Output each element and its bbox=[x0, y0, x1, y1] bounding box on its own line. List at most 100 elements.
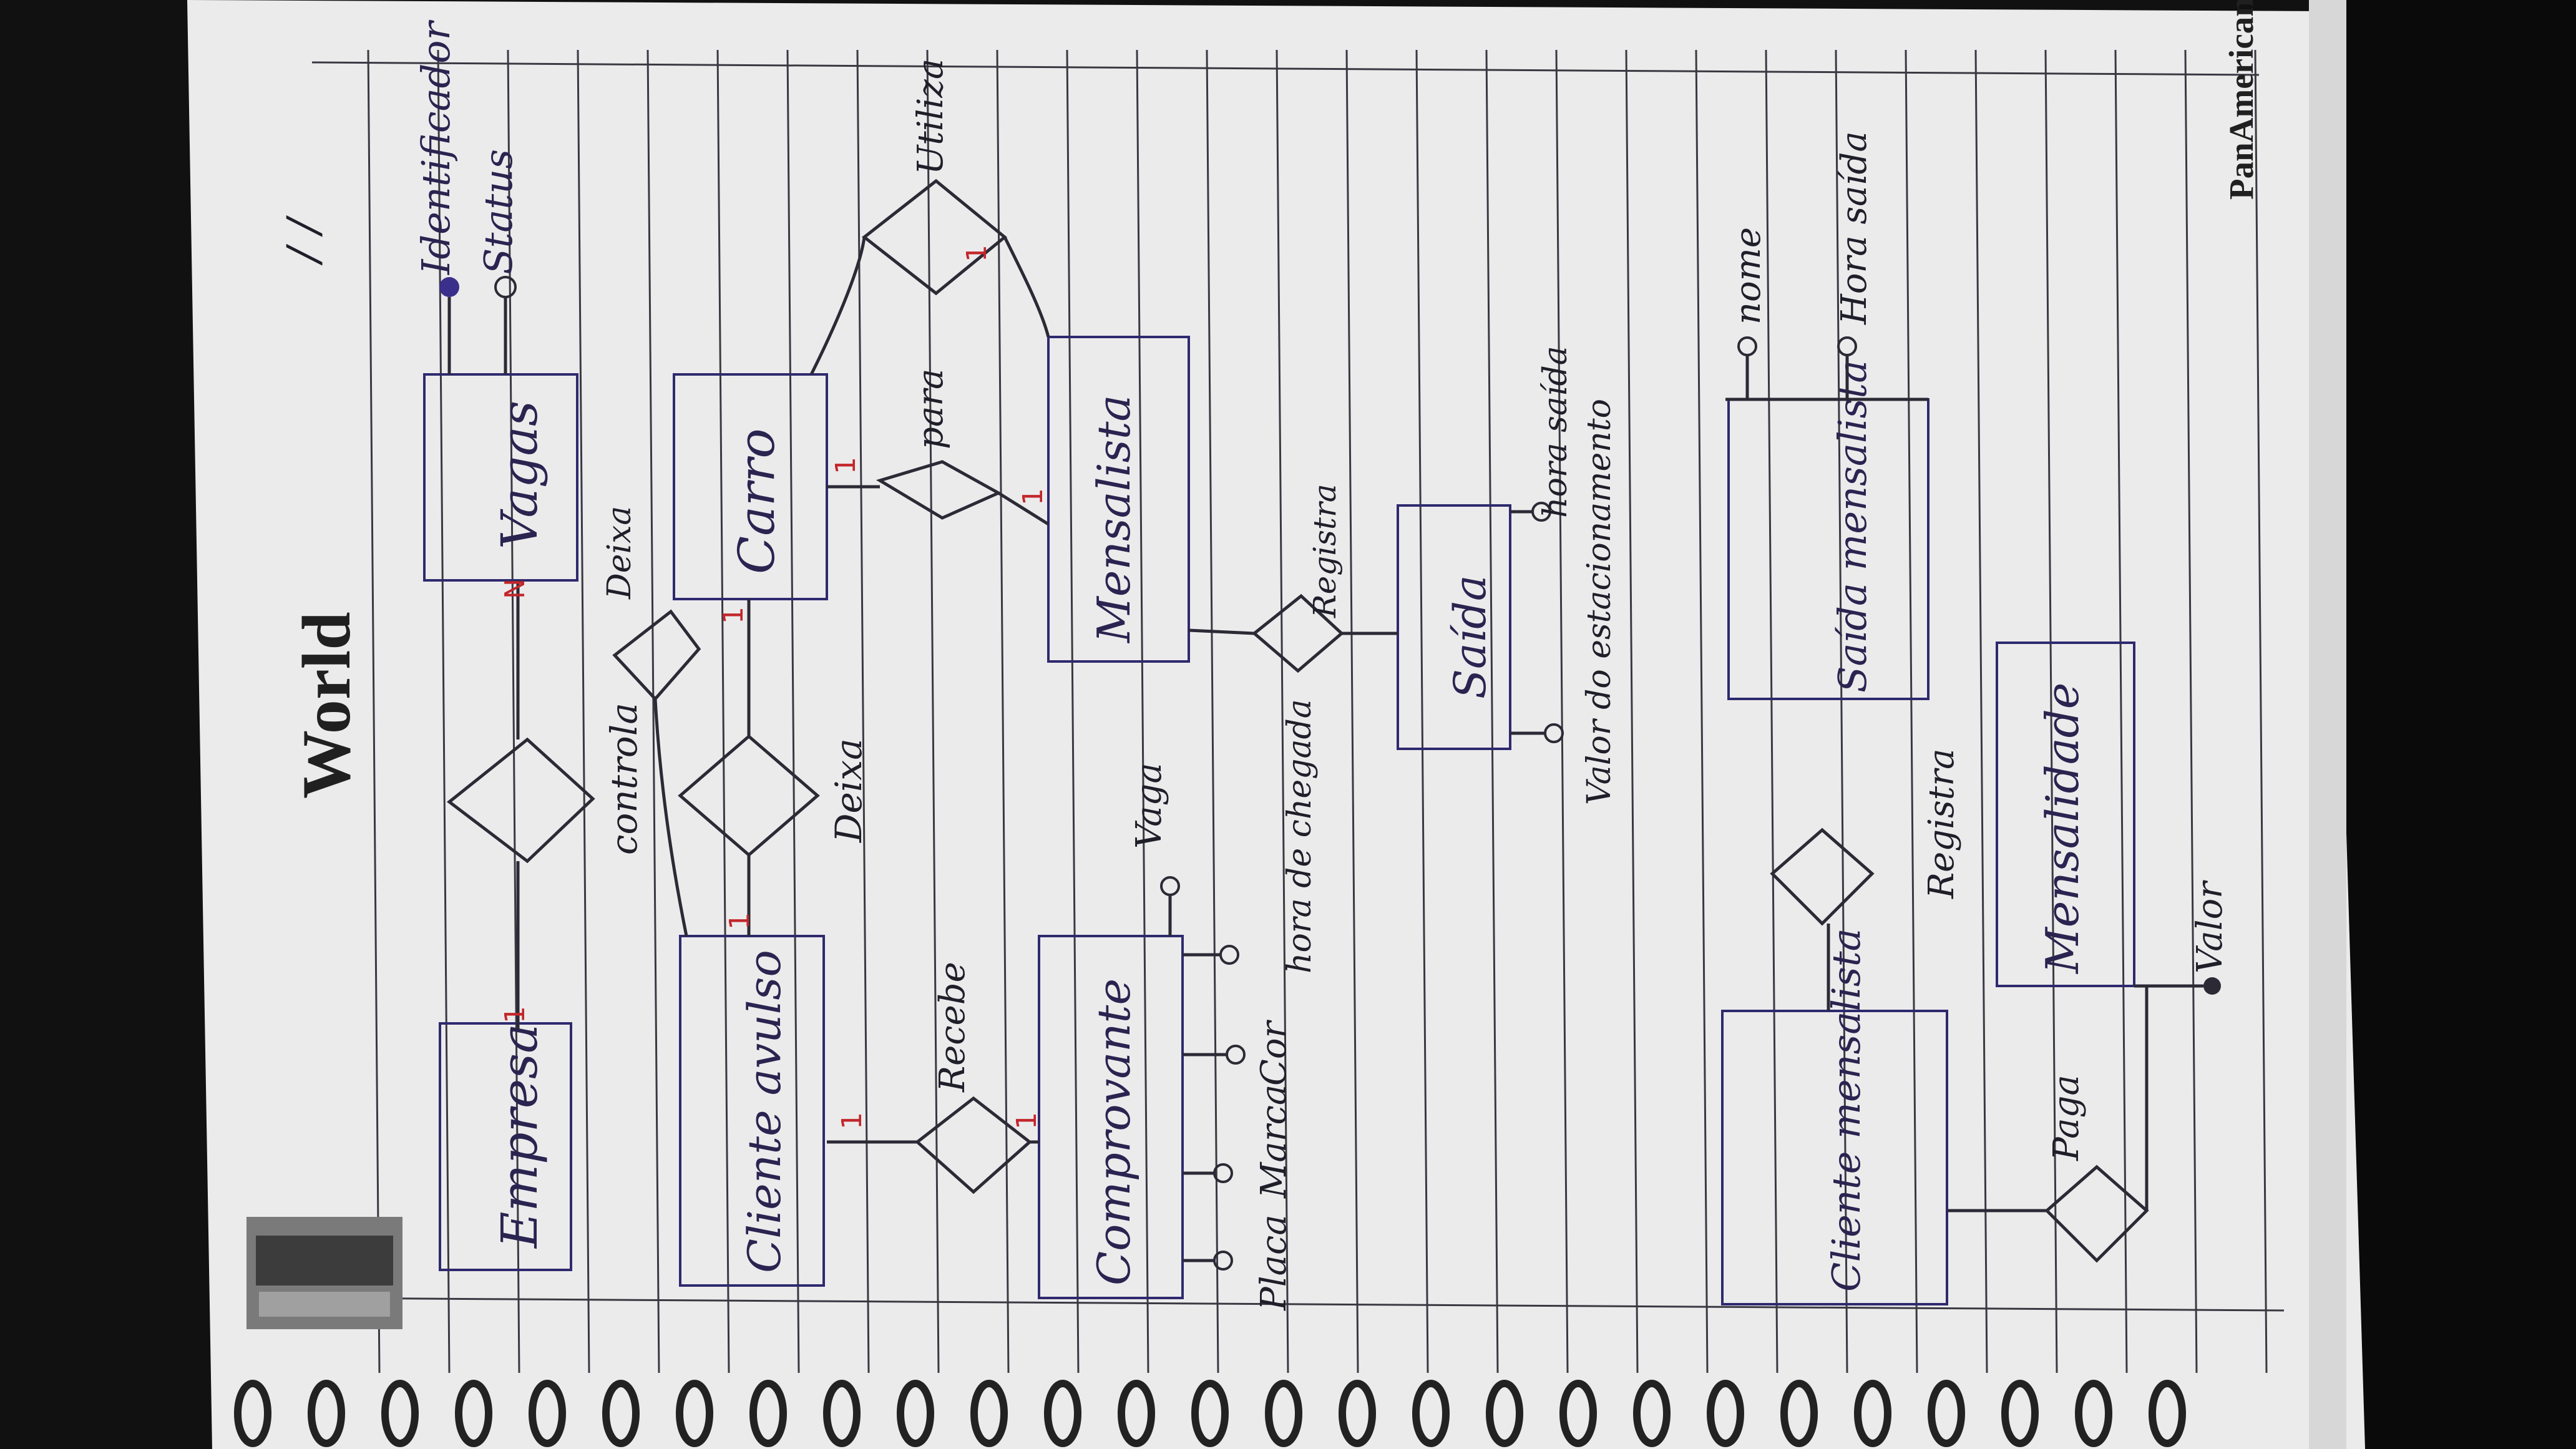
ruled-line bbox=[926, 49, 940, 1373]
ruled-line bbox=[856, 49, 870, 1373]
card-carro-para: 1 bbox=[830, 457, 862, 474]
attr-identificador-dot bbox=[439, 277, 459, 297]
spiral-ring bbox=[676, 1380, 713, 1447]
ruled-line bbox=[1415, 49, 1429, 1373]
ruled-line bbox=[1974, 49, 1988, 1373]
page-edge bbox=[2309, 0, 2346, 1449]
brand-sticker bbox=[246, 1217, 402, 1329]
entity-mensalidade-label: Mensalidade bbox=[2036, 683, 2089, 975]
ruled-line bbox=[1276, 49, 1289, 1373]
attr-placa-label: Placa bbox=[1254, 1214, 1294, 1311]
notebook-page bbox=[187, 0, 2365, 1449]
spiral-ring bbox=[381, 1380, 419, 1447]
rel-controla-diamond bbox=[446, 737, 595, 864]
spiral-binding bbox=[234, 1380, 2186, 1447]
spiral-ring bbox=[1412, 1380, 1450, 1447]
spiral-ring bbox=[1707, 1380, 1744, 1447]
spiral-ring bbox=[1191, 1380, 1229, 1447]
ruled-line bbox=[1555, 49, 1569, 1373]
ruled-line bbox=[996, 49, 1010, 1373]
ruled-line bbox=[2254, 49, 2268, 1373]
attr-hora-saida-m-label: Hora saída bbox=[1834, 131, 1875, 325]
card-utiliza: 1 bbox=[961, 245, 993, 262]
ruled-line bbox=[1485, 49, 1499, 1373]
card-vagas: N bbox=[499, 578, 531, 599]
entity-saida-box bbox=[1397, 504, 1511, 750]
spiral-ring bbox=[2001, 1380, 2039, 1447]
brand-logo: World bbox=[288, 612, 364, 799]
rel-para-label: para bbox=[910, 369, 951, 449]
attr-hora-saida-label: hora saída bbox=[1537, 346, 1574, 518]
attr-identificador-label: Identificador bbox=[413, 19, 459, 275]
rel-deixa-top-diamond bbox=[612, 609, 701, 701]
entity-cliente-avulso-label: Cliente avulso bbox=[738, 950, 791, 1273]
spiral-ring bbox=[455, 1380, 492, 1447]
ruled-line bbox=[1695, 49, 1709, 1373]
spiral-ring bbox=[1559, 1380, 1597, 1447]
spiral-ring bbox=[1928, 1380, 1965, 1447]
entity-vagas-box bbox=[423, 373, 578, 582]
attributes: Identificador Status Vaga Placa Marca Co… bbox=[413, 19, 2230, 1311]
ruled-lines bbox=[367, 49, 2268, 1373]
spiral-ring bbox=[2075, 1380, 2112, 1447]
ruled-line bbox=[2044, 49, 2058, 1373]
spiral-ring bbox=[234, 1380, 271, 1447]
spiral-ring bbox=[1339, 1380, 1376, 1447]
attr-nome-label: nome bbox=[1728, 227, 1769, 324]
card-carro-deixa: 1 bbox=[718, 607, 749, 624]
rel-paga-label: Paga bbox=[2046, 1075, 2087, 1161]
spiral-ring bbox=[1780, 1380, 1818, 1447]
top-rule bbox=[311, 61, 2260, 76]
card-mensalista-para: 1 bbox=[1017, 488, 1049, 505]
spiral-ring bbox=[602, 1380, 640, 1447]
spiral-ring bbox=[749, 1380, 787, 1447]
rel-deixa-top-label: Deixa bbox=[601, 506, 638, 600]
entity-saida-mensalista-label: Saída mensalista bbox=[1830, 360, 1875, 693]
entity-cliente-mensalista-box bbox=[1721, 1010, 1948, 1305]
ruled-line bbox=[716, 49, 730, 1373]
attr-valor-label: Valor bbox=[2190, 880, 2230, 973]
attr-valor-estac-label: Valor do estacionamento bbox=[1581, 399, 1618, 805]
brand-text: World bbox=[288, 612, 364, 799]
card-empresa: 1 bbox=[499, 1006, 531, 1023]
entity-comprovante-label: Comprovante bbox=[1088, 978, 1140, 1286]
ruled-line bbox=[577, 49, 590, 1373]
date-field: / / bbox=[278, 215, 329, 266]
ruled-line bbox=[1905, 49, 1918, 1373]
spiral-ring bbox=[897, 1380, 934, 1447]
entity-vagas-label: Vagas bbox=[490, 401, 549, 549]
footer-brand: PanAmerican bbox=[2222, 0, 2260, 200]
ruled-line bbox=[437, 49, 451, 1373]
spiral-ring bbox=[2149, 1380, 2186, 1447]
ruled-line bbox=[2114, 49, 2128, 1373]
bottom-rule bbox=[318, 1297, 2285, 1312]
spiral-ring bbox=[308, 1380, 345, 1447]
entity-mensalista-label: Mensalista bbox=[1088, 395, 1140, 644]
ruled-line bbox=[507, 49, 520, 1373]
ruled-line bbox=[786, 49, 800, 1373]
rel-recebe-label: Recebe bbox=[932, 962, 973, 1093]
attr-valor-dot bbox=[2203, 977, 2221, 995]
ruled-line bbox=[1345, 49, 1359, 1373]
spiral-ring bbox=[1633, 1380, 1671, 1447]
card-cliente-recebe: 1 bbox=[836, 1112, 868, 1129]
spiral-ring bbox=[1044, 1380, 1081, 1447]
rel-controla-label: controla bbox=[603, 703, 645, 855]
rel-deixa-diamond bbox=[678, 734, 820, 857]
entity-mensalista-box bbox=[1047, 336, 1190, 663]
spiral-ring bbox=[529, 1380, 566, 1447]
rel-registra-mensalidade-diamond bbox=[1770, 827, 1875, 926]
spiral-ring bbox=[1118, 1380, 1155, 1447]
ruled-line bbox=[1835, 49, 1848, 1373]
attr-vaga-label: Vaga bbox=[1129, 763, 1169, 849]
entity-cliente-avulso-box bbox=[679, 935, 825, 1287]
entity-comprovante-box bbox=[1038, 935, 1184, 1299]
ruled-line bbox=[1066, 49, 1080, 1373]
spiral-ring bbox=[823, 1380, 861, 1447]
attr-cor-label: Cor bbox=[1254, 1019, 1294, 1086]
attr-status-label: Status bbox=[476, 149, 521, 275]
ruled-line bbox=[1206, 49, 1219, 1373]
rel-deixa-label: Deixa bbox=[827, 738, 870, 843]
spiral-ring bbox=[1854, 1380, 1891, 1447]
